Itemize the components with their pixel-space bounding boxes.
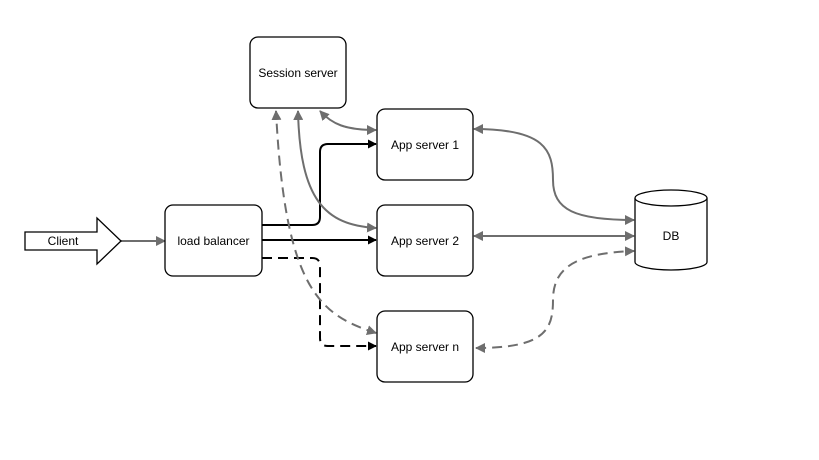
db-node: DB xyxy=(634,189,708,271)
edge-app-server-1-db xyxy=(473,124,635,225)
app-server-n-label: App server n xyxy=(391,340,459,354)
edge-load-balancer-to-app-server-n xyxy=(262,257,377,351)
app-server-1-node: App server 1 xyxy=(376,108,474,181)
db-cylinder-top xyxy=(634,189,708,207)
app-server-1-label: App server 1 xyxy=(391,138,459,152)
app-server-2-label: App server 2 xyxy=(391,234,459,248)
edge-app-server-2-to-session-server xyxy=(293,110,377,233)
client-label: Client xyxy=(48,234,79,248)
load-balancer-node: load balancer xyxy=(164,204,263,277)
session-server-node: Session server xyxy=(249,36,347,109)
client-node: Client xyxy=(24,216,122,266)
db-cylinder-body xyxy=(634,198,708,271)
app-server-2-node: App server 2 xyxy=(376,204,474,277)
db-label: DB xyxy=(663,229,680,243)
session-server-label: Session server xyxy=(258,66,337,80)
load-balancer-label: load balancer xyxy=(177,234,249,248)
edge-app-server-1-session-server xyxy=(319,110,377,135)
edge-app-server-n-to-session-server xyxy=(271,110,377,336)
edge-app-server-n-db xyxy=(475,246,635,353)
app-server-n-node: App server n xyxy=(376,310,474,383)
